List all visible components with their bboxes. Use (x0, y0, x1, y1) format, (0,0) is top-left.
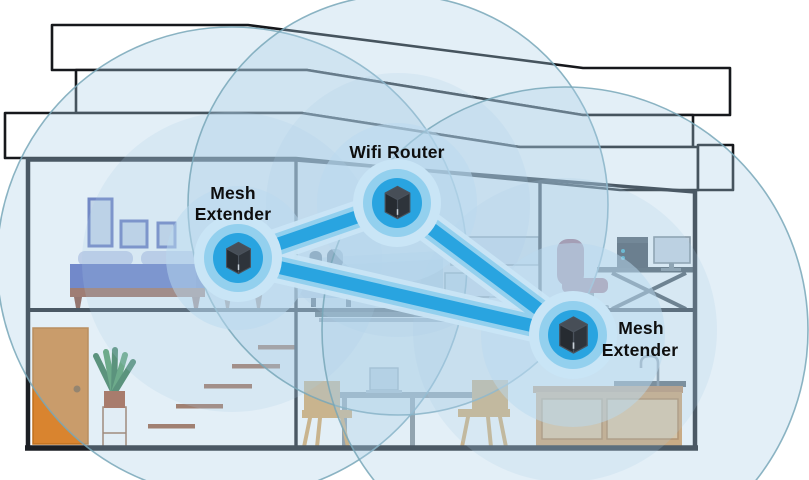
roof-plank-end-right (696, 143, 735, 192)
plant-pot (104, 391, 125, 408)
monitor-stand (669, 263, 674, 269)
bed-pillow-left (78, 251, 133, 266)
mesh-extender-left-label-line2: Extender (195, 204, 272, 224)
monitor-base (661, 268, 681, 271)
desk-top (597, 267, 695, 273)
picture-frame-large (87, 197, 114, 248)
dining-table-leg-right (410, 398, 415, 447)
door-knob (73, 385, 81, 393)
mesh-extender-left-label-line1: Mesh (210, 183, 256, 203)
plant-leaves (93, 347, 136, 396)
couch-leg-left (311, 298, 316, 307)
pc-tower-top (617, 237, 648, 243)
mesh-extender-right-label-line1: Mesh (618, 318, 664, 338)
cube-device-icon (225, 241, 252, 275)
laptop-base (366, 390, 402, 393)
wifi-router-label: Wifi Router (349, 142, 444, 162)
floating-stairs (148, 345, 295, 429)
picture-frame-medium (119, 219, 149, 249)
device-mesh-extender-left (194, 214, 282, 302)
dining-table-top (337, 392, 483, 398)
wall-shelf-bottom (319, 318, 445, 322)
house-structure (25, 158, 698, 451)
cube-device-icon (558, 316, 589, 354)
device-mesh-extender-right (529, 291, 617, 379)
mesh-link-core (231, 196, 580, 342)
couch-leg-right (346, 298, 351, 307)
mesh-extender-right-label-line2: Extender (602, 340, 679, 360)
mesh-links (222, 187, 589, 351)
front-door (32, 327, 89, 445)
wall-shelf-top (315, 312, 445, 317)
cube-device-icon (384, 185, 411, 220)
bed-leg-left (74, 297, 82, 308)
pc-tower-light (621, 249, 625, 253)
device-wifi-router (353, 159, 441, 247)
